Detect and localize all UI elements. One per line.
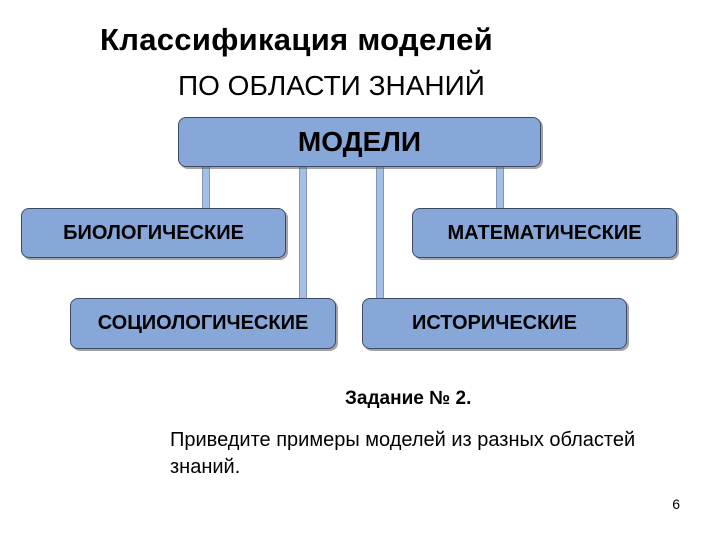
connector-historical — [376, 166, 384, 300]
slide-title: Классификация моделей — [100, 22, 493, 57]
root-node-label: МОДЕЛИ — [297, 126, 422, 157]
node-mathematical-label: МАТЕМАТИЧЕСКИЕ — [447, 221, 642, 244]
node-sociological-label: СОЦИОЛОГИЧЕСКИЕ — [97, 312, 309, 334]
root-node-models: МОДЕЛИ — [178, 117, 541, 167]
node-mathematical: МАТЕМАТИЧЕСКИЕ — [412, 208, 677, 258]
task-text: Приведите примеры моделей из разных обла… — [170, 429, 636, 478]
slide-subtitle: ПО ОБЛАСТИ ЗНАНИЙ — [178, 70, 485, 101]
connector-biological — [202, 166, 210, 210]
connector-sociological — [299, 166, 307, 300]
page-number: 6 — [672, 496, 680, 512]
node-historical-label: ИСТОРИЧЕСКИЕ — [411, 312, 578, 334]
node-biological-label: БИОЛОГИЧЕСКИЕ — [63, 221, 244, 244]
node-biological: БИОЛОГИЧЕСКИЕ — [21, 208, 286, 258]
connector-mathematical — [496, 166, 504, 210]
node-sociological: СОЦИОЛОГИЧЕСКИЕ — [70, 298, 336, 349]
node-historical: ИСТОРИЧЕСКИЕ — [362, 298, 627, 349]
task-heading: Задание № 2. — [345, 388, 472, 409]
